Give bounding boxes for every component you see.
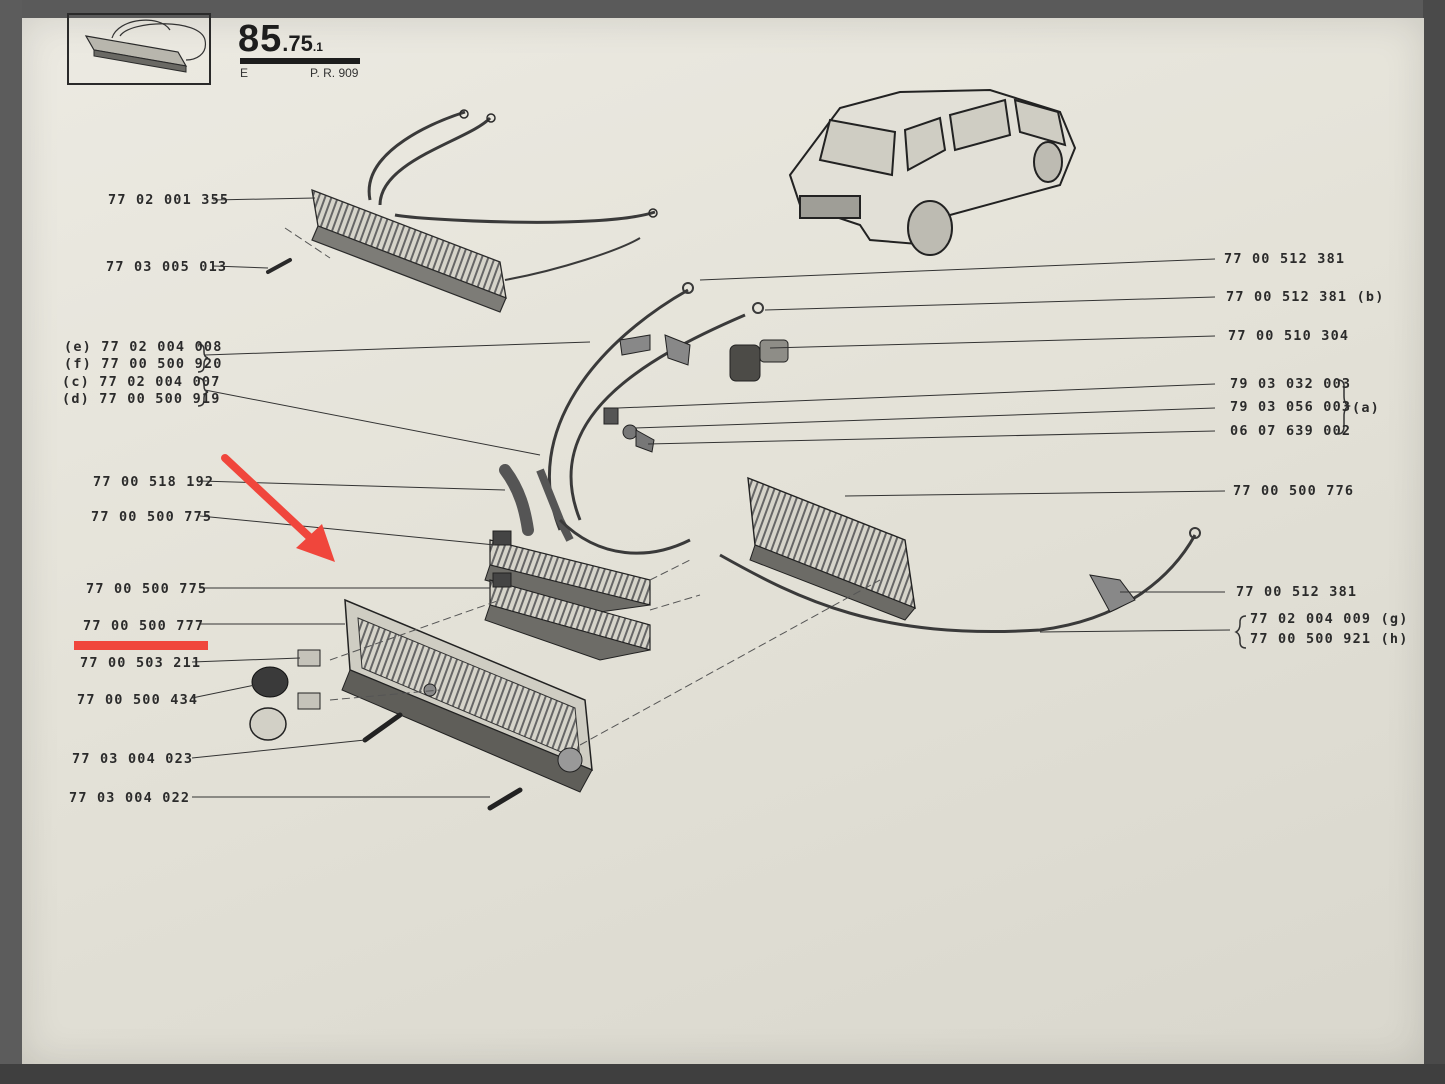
guide-lines bbox=[284, 227, 881, 746]
part-label-left: 77 03 004 022 bbox=[69, 790, 191, 806]
group-note-a: (a) bbox=[1352, 400, 1380, 416]
control-unit-top bbox=[266, 109, 658, 313]
main-housing bbox=[341, 598, 593, 811]
photo-border-left bbox=[0, 0, 22, 1084]
red-arrow-head bbox=[296, 524, 335, 562]
leader-lines bbox=[191, 197, 1231, 798]
page-number-underline bbox=[240, 58, 360, 64]
part-label-highlighted: 77 00 500 777 bbox=[83, 618, 205, 634]
small-parts bbox=[499, 334, 789, 536]
part-label-left: 77 00 500 434 bbox=[77, 692, 199, 708]
part-label-right: 79 03 032 003 bbox=[1230, 376, 1352, 392]
page-number-minor: .75 bbox=[282, 31, 313, 56]
red-annotation bbox=[74, 454, 335, 650]
part-label-right: 77 00 500 921 (h) bbox=[1250, 631, 1409, 647]
part-label-left: (d) 77 00 500 919 bbox=[62, 391, 221, 407]
brace-marks bbox=[197, 343, 1352, 649]
part-label-left: 77 03 005 013 bbox=[106, 259, 228, 275]
knobs bbox=[249, 649, 321, 741]
part-label-left: 77 00 500 775 bbox=[86, 581, 208, 597]
photo-border-right bbox=[1423, 0, 1445, 1084]
page-number-sub: .1 bbox=[312, 40, 323, 54]
part-label-left: 77 00 503 211 bbox=[80, 655, 202, 671]
part-label-left: 77 00 518 192 bbox=[93, 474, 215, 490]
part-label-left: (c) 77 02 004 007 bbox=[62, 374, 221, 390]
part-label-right: 77 00 500 776 bbox=[1233, 483, 1355, 499]
part-label-right: 79 03 056 003 bbox=[1230, 399, 1352, 415]
part-label-right: 77 00 510 304 bbox=[1228, 328, 1350, 344]
thumbnail-box bbox=[67, 13, 211, 85]
part-label-right: 77 00 512 381 bbox=[1236, 584, 1358, 600]
part-label-left: (e) 77 02 004 008 bbox=[64, 339, 223, 355]
cables bbox=[536, 282, 1201, 634]
part-label-right: 77 02 004 009 (g) bbox=[1250, 611, 1409, 627]
part-label-left: (f) 77 00 500 920 bbox=[64, 356, 223, 372]
part-label-right: 06 07 639 002 bbox=[1230, 423, 1352, 439]
part-label-right: 77 00 512 381 (b) bbox=[1226, 289, 1385, 305]
slider-bars bbox=[484, 530, 651, 661]
code-right: P. R. 909 bbox=[310, 66, 359, 80]
page-number: 85.75.1 bbox=[238, 18, 323, 61]
car-illustration bbox=[788, 88, 1077, 256]
code-left: E bbox=[240, 66, 249, 80]
photo-border-top bbox=[0, 0, 1445, 18]
part-label-left: 77 02 001 355 bbox=[108, 192, 230, 208]
part-label-right: 77 00 512 381 bbox=[1224, 251, 1346, 267]
photo-border-bottom bbox=[0, 1064, 1445, 1084]
part-label-left: 77 03 004 023 bbox=[72, 751, 194, 767]
red-arrow-shaft bbox=[221, 454, 322, 549]
part-label-left: 77 00 500 775 bbox=[91, 509, 213, 525]
page-number-major: 85 bbox=[238, 18, 283, 60]
red-underline bbox=[74, 641, 208, 650]
housing-right bbox=[747, 476, 1136, 621]
